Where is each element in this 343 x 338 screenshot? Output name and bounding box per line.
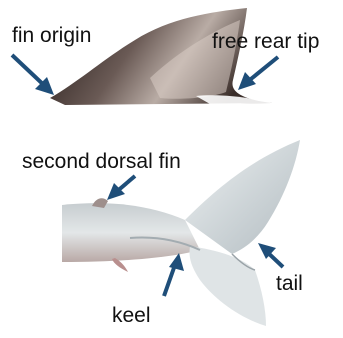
arrow-free-rear-tip	[238, 57, 278, 90]
arrow-second-dorsal-fin	[107, 176, 135, 200]
label-second-dorsal-fin: second dorsal fin	[22, 150, 181, 173]
label-fin-origin: fin origin	[12, 24, 91, 47]
arrow-tail	[258, 243, 283, 267]
dorsal-fin-illustration	[50, 8, 272, 105]
label-keel: keel	[112, 304, 151, 327]
arrow-keel	[164, 253, 184, 296]
label-tail: tail	[276, 272, 303, 295]
label-free-rear-tip: free rear tip	[212, 30, 319, 53]
arrow-fin-origin	[12, 55, 54, 95]
